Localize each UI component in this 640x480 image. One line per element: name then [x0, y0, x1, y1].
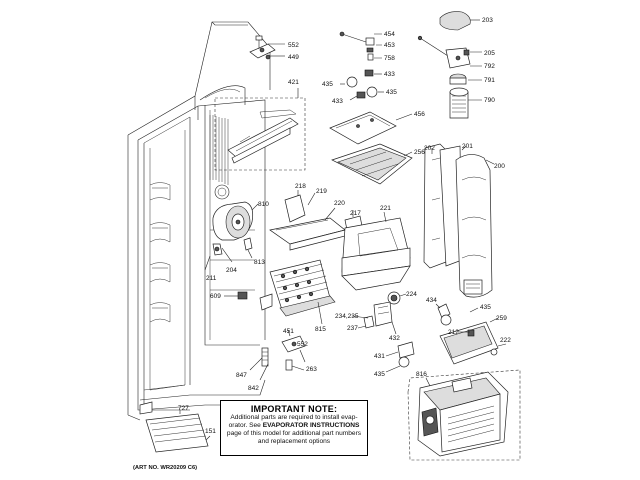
label-433a: 433 [384, 71, 395, 78]
part-218-220-tray [269, 190, 346, 251]
label-259: 259 [496, 315, 507, 322]
label-218: 218 [295, 183, 306, 190]
label-202: 202 [424, 145, 435, 152]
label-790: 790 [484, 97, 495, 104]
label-454: 454 [384, 31, 395, 38]
note-line-2: orator. See EVAPORATOR INSTRUCTIONS [221, 422, 367, 430]
part-609-clip [224, 291, 248, 300]
part-431-435-socket [385, 341, 415, 373]
evaporator-instructions-link: EVAPORATOR INSTRUCTIONS [262, 422, 360, 429]
label-435c: 435 [374, 371, 385, 378]
part-790-792-water-filter [417, 35, 482, 119]
part-221-pan [341, 211, 411, 291]
part-451-lower-bracket [249, 329, 306, 381]
label-200: 200 [494, 163, 505, 170]
part-815-evaporator [259, 259, 336, 325]
part-433-435-bulbs [340, 69, 384, 101]
label-758: 758 [384, 55, 395, 62]
label-791: 791 [484, 77, 495, 84]
part-727-grille [145, 410, 209, 453]
label-552b: 552 [297, 341, 308, 348]
part-204-813-parts [204, 237, 253, 271]
part-456-light-shield [329, 111, 413, 145]
label-432: 432 [389, 335, 400, 342]
label-453: 453 [384, 42, 395, 49]
important-note-box: IMPORTANT NOTE: Additional parts are req… [220, 400, 368, 456]
label-813: 813 [254, 259, 265, 266]
label-456: 456 [414, 111, 425, 118]
label-220: 220 [334, 200, 345, 207]
label-815: 815 [315, 326, 326, 333]
label-151: 151 [205, 428, 216, 435]
label-217: 217 [350, 210, 361, 217]
label-205: 205 [484, 50, 495, 57]
part-434-435-bulb-socket [435, 303, 479, 326]
part-151-screw [205, 435, 211, 441]
label-237: 237 [347, 325, 358, 332]
label-212: 212 [448, 329, 459, 336]
part-200-202-duct-panels [423, 143, 495, 298]
note-line-4: and replacement options [257, 438, 331, 445]
label-435b: 435 [386, 89, 397, 96]
label-222: 222 [500, 337, 511, 344]
note-line-3: page of this model for additional part n… [226, 430, 362, 437]
part-810-fan-motor: 810 [212, 201, 269, 241]
label-203: 203 [482, 17, 493, 24]
part-224-control [387, 291, 407, 305]
note-line-1: Additional parts are required to install… [230, 414, 358, 421]
label-847: 847 [236, 372, 247, 379]
fresh-food-cabinet [127, 21, 271, 421]
note-line-2-text: orator. See [228, 422, 263, 429]
part-234-237-damper [351, 301, 397, 335]
part-256-deli-drawer [331, 143, 413, 185]
label-816: 816 [416, 371, 427, 378]
label-810: 810 [258, 201, 269, 208]
label-435d: 435 [480, 304, 491, 311]
label-552: 552 [288, 42, 299, 49]
part-454-453-switch [339, 31, 382, 61]
part-203-cap [439, 11, 480, 31]
part-816-fan-housing [407, 369, 521, 461]
label-435a: 435 [322, 81, 333, 88]
note-title: IMPORTANT NOTE: [250, 404, 338, 414]
label-434: 434 [426, 297, 437, 304]
label-234-235: 234,235 [335, 313, 359, 320]
label-204: 204 [226, 267, 237, 274]
part-552-449-bracket [249, 35, 285, 60]
label-609: 609 [210, 293, 221, 300]
label-842: 842 [248, 385, 259, 392]
label-431: 431 [374, 353, 385, 360]
label-221: 221 [380, 205, 391, 212]
label-792: 792 [484, 63, 495, 70]
label-256: 256 [414, 149, 425, 156]
label-211: 211 [206, 275, 217, 282]
part-421-evaporator-cover: 421 [214, 79, 306, 171]
label-451: 451 [283, 328, 294, 335]
label-201: 201 [462, 143, 473, 150]
label-263: 263 [306, 366, 317, 373]
label-449: 449 [288, 54, 299, 61]
label-433b: 433 [332, 98, 343, 105]
label-727: 727 [178, 405, 189, 412]
label-224: 224 [406, 291, 417, 298]
part-212-259-222-fan-duct [439, 317, 507, 365]
label-219: 219 [316, 188, 327, 195]
label-421: 421 [288, 79, 299, 86]
art-number: (ART NO. WR20209 C6) [133, 465, 198, 471]
